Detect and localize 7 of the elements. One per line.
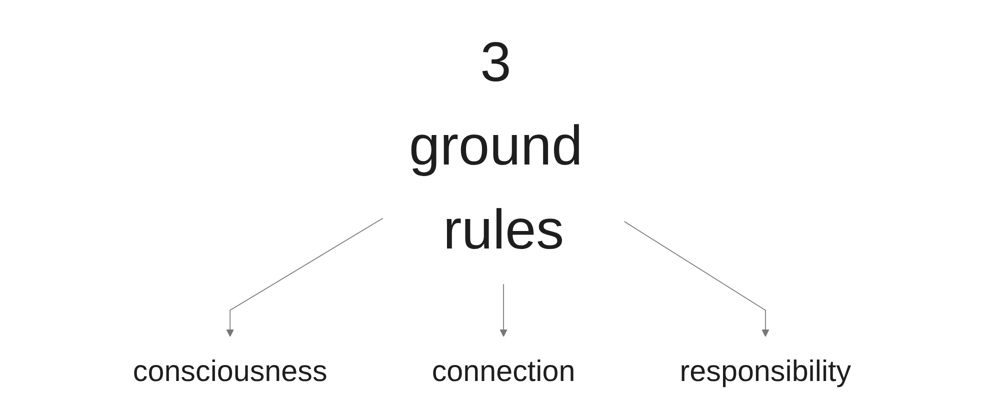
node-text: connection [432,354,576,388]
node-text: responsibility [680,354,852,388]
arrow [500,284,508,337]
node-text: 3 ground rules [408,30,583,261]
arrow [624,221,770,337]
node-text: consciousness [132,354,328,388]
arrow [226,218,384,337]
